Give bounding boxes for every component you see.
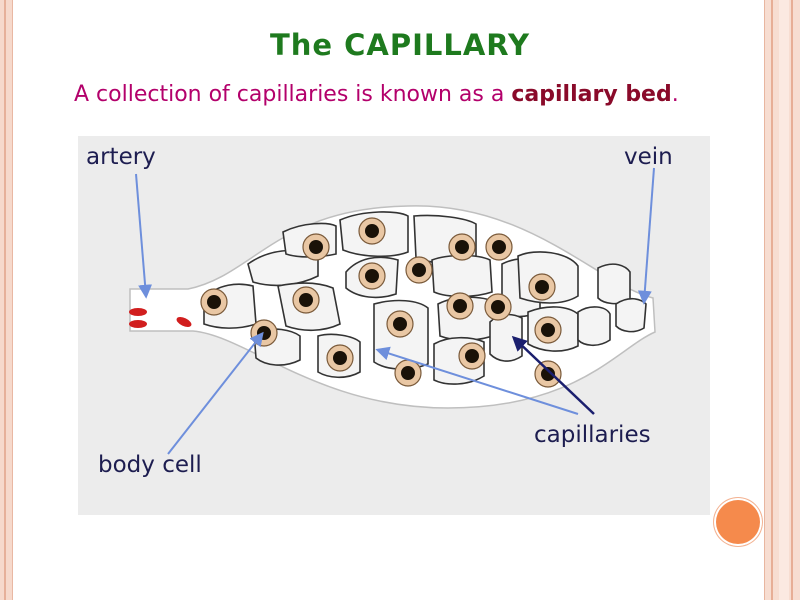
tissue-compartment — [597, 263, 631, 305]
capillaries-arrow-a — [375, 346, 579, 415]
body-cell — [485, 233, 513, 261]
body-cells — [200, 217, 562, 388]
red-blood-cell — [176, 317, 192, 327]
capillaries-label: capillaries — [534, 422, 651, 448]
tissue-compartment — [577, 306, 611, 347]
body-cell — [458, 342, 486, 370]
tissue-compartment — [489, 313, 523, 362]
subtitle-text: A collection of capillaries is known as … — [74, 82, 512, 107]
body-cell — [534, 360, 562, 388]
body-cell — [484, 293, 512, 321]
body-cell — [405, 256, 433, 284]
slide-border-left — [0, 0, 13, 600]
tissue-compartment — [431, 254, 493, 298]
capillary-bed-diagram — [78, 136, 710, 515]
body-cell — [292, 286, 320, 314]
body-cell — [534, 316, 562, 344]
slide-border-right — [764, 0, 800, 600]
body-cell — [394, 359, 422, 387]
vein-arrow — [637, 167, 655, 305]
tissue-compartment — [247, 249, 319, 287]
artery-label: artery — [86, 144, 156, 170]
body-cell — [386, 310, 414, 338]
capillaries-arrow-b — [511, 335, 595, 415]
tissue-compartment — [615, 297, 647, 333]
vein-label: vein — [624, 144, 673, 170]
subtitle-highlight: capillary bed — [511, 82, 672, 107]
body-cell — [200, 288, 228, 316]
body-cell — [528, 273, 556, 301]
capillary-bed-illustration — [129, 167, 656, 455]
decorative-circle — [714, 498, 762, 546]
red-blood-cells — [129, 308, 192, 328]
red-blood-cell — [129, 320, 147, 328]
subtitle-end: . — [671, 82, 679, 107]
red-blood-cell — [129, 308, 147, 316]
body-cell — [358, 217, 386, 245]
body-cell — [302, 233, 330, 261]
body-cell — [358, 262, 386, 290]
body-cell-arrow — [167, 331, 264, 455]
body-cell — [326, 344, 354, 372]
slide-subtitle: A collection of capillaries is known as … — [74, 82, 774, 107]
artery-arrow — [135, 173, 153, 299]
body-cell-label: body cell — [98, 452, 202, 478]
body-cell — [448, 233, 476, 261]
body-cell — [446, 292, 474, 320]
slide-title: The CAPILLARY — [269, 28, 531, 62]
